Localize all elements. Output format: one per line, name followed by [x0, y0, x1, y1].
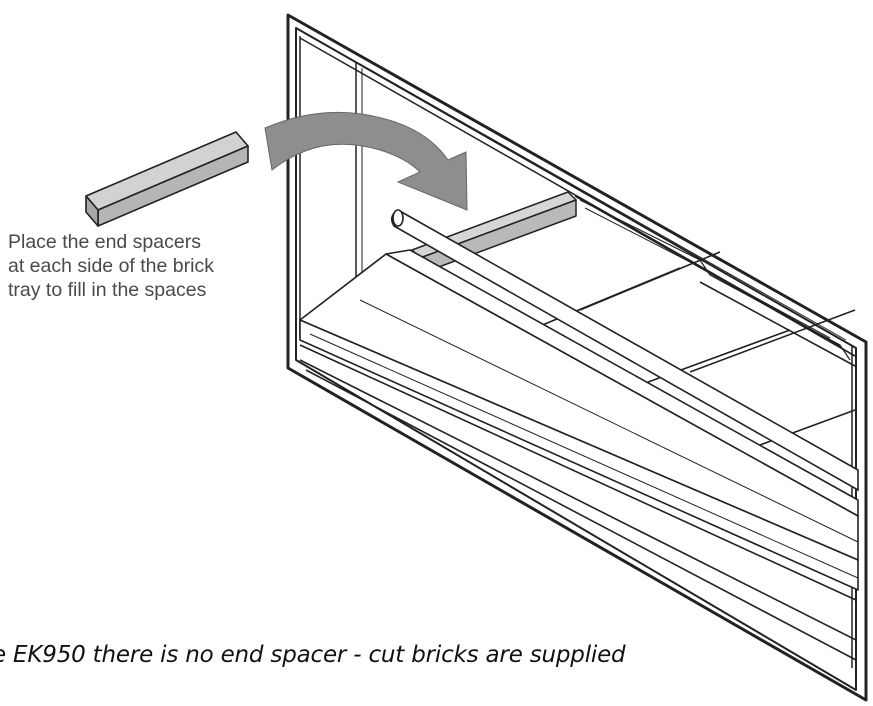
- brick-tray-grid-line: [689, 309, 856, 373]
- instruction-text: Place the end spacers at each side of th…: [8, 230, 308, 302]
- bottom-sill-top: [299, 344, 857, 601]
- loose-spacer: [85, 131, 249, 227]
- front-rail-lower: [299, 319, 859, 591]
- frame-outer-edge: [286, 13, 868, 702]
- tray-bracket: [579, 199, 851, 361]
- instruction-line: Place the end spacers: [8, 231, 201, 253]
- tray-bracket-inner: [584, 207, 831, 339]
- front-rail-line-2: [309, 333, 859, 579]
- bottom-sill-mid: [299, 359, 857, 641]
- bottom-sill: [299, 344, 857, 661]
- front-rail-line: [359, 299, 859, 543]
- bottom-sill-low: [305, 369, 857, 661]
- curved-arrow-icon: [264, 111, 468, 211]
- frame-inner-edge: [295, 27, 857, 691]
- brick-tray-grid-line: [579, 251, 721, 311]
- front-rail: [299, 249, 859, 591]
- fireplace-frame: [286, 13, 868, 702]
- footnote-text: e EK950 there is no end spacer - cut bri…: [0, 642, 626, 668]
- brick-tray-grid-line: [699, 281, 856, 367]
- instruction-line: at each side of the brick: [8, 255, 214, 277]
- loose-spacer-end: [85, 195, 99, 227]
- front-rod: [390, 209, 859, 492]
- instruction-line: tray to fill in the spaces: [8, 279, 207, 301]
- top-inner-edge-2: [359, 63, 847, 341]
- front-rod-end: [392, 209, 404, 227]
